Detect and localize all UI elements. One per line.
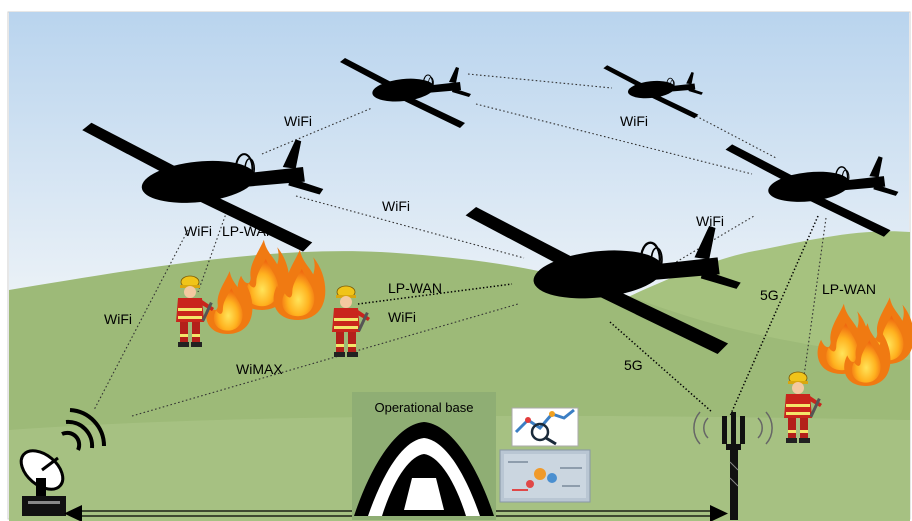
link-label-5g: 5G	[760, 287, 779, 303]
ground-link-arrow	[64, 505, 728, 521]
link-label-lpwan: LP-WAN	[822, 281, 876, 297]
link-label-wifi: WiFi	[382, 198, 410, 214]
link-label-wimax: WiMAX	[236, 361, 283, 377]
dashboard-icon	[499, 449, 591, 503]
network-links	[93, 73, 827, 417]
link-label-lpwan: LP-WAN	[388, 280, 442, 296]
link-label-5g: 5G	[624, 357, 643, 373]
link-label-wifi: WiFi	[620, 113, 648, 129]
tent-icon	[354, 422, 494, 516]
operational-base-label: Operational base	[374, 400, 473, 415]
analytics-chart-icon	[511, 407, 579, 447]
satellite-dish-icon	[19, 408, 107, 516]
link-label-wifi: WiFi	[388, 309, 416, 325]
cell-tower-icon	[693, 411, 773, 520]
link-label-wifi: WiFi	[104, 311, 132, 327]
link-label-wifi: WiFi	[184, 223, 212, 239]
link-label-lpwan: LP-WAN	[222, 223, 276, 239]
link-label-wifi: WiFi	[284, 113, 312, 129]
link-label-wifi: WiFi	[696, 213, 724, 229]
